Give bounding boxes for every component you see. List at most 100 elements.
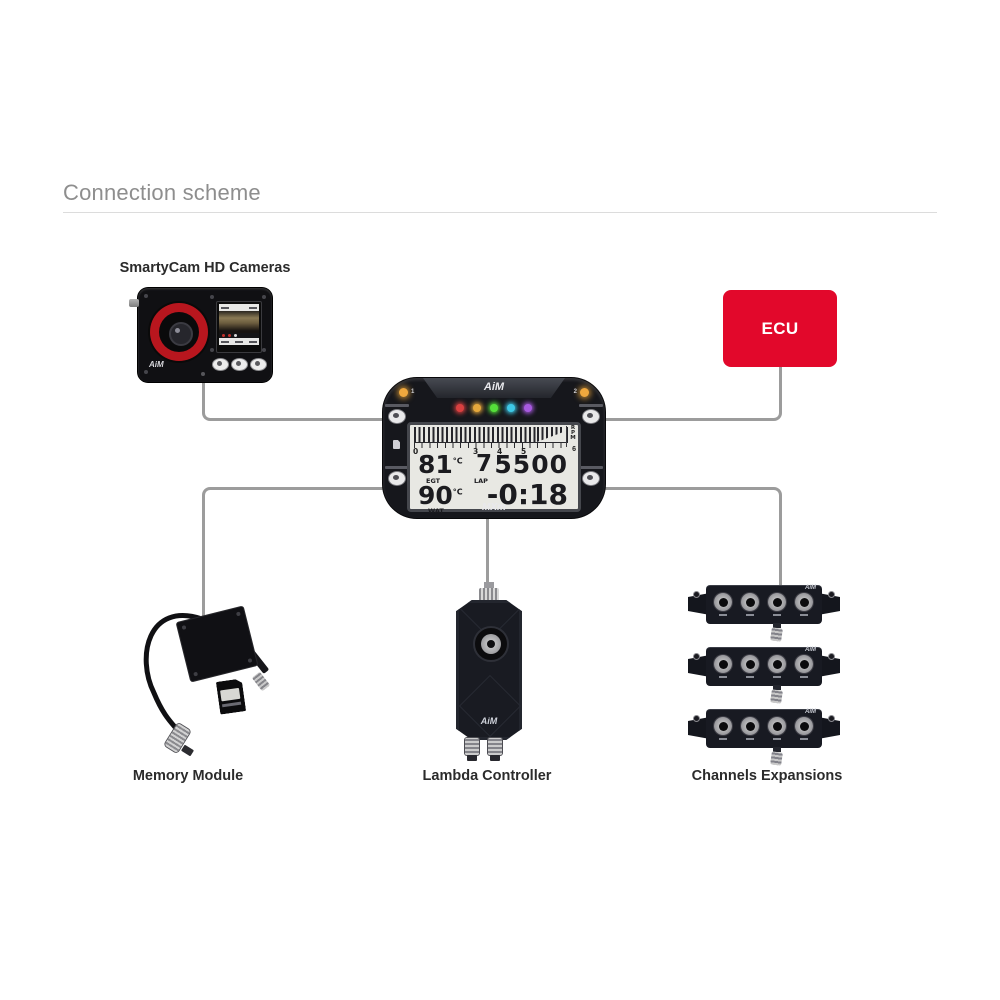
screw-icon bbox=[181, 625, 187, 630]
wire-lambda-to-logger bbox=[486, 516, 489, 594]
aim-logo: AiM bbox=[483, 381, 505, 393]
egt-label: EGT bbox=[426, 477, 441, 485]
lambda-panel-line bbox=[458, 674, 522, 738]
lambda-body: AiM bbox=[456, 600, 522, 740]
camera-button bbox=[212, 358, 229, 371]
channel-connector bbox=[714, 717, 732, 735]
aim-logo: AiM bbox=[805, 647, 816, 653]
channel-connector bbox=[714, 655, 732, 673]
screw-icon bbox=[144, 370, 148, 374]
lambda-connector-tip bbox=[467, 755, 477, 761]
mount-hole bbox=[828, 715, 835, 722]
camera-preview-screen bbox=[216, 301, 262, 353]
camera-button bbox=[250, 358, 267, 371]
rpm-bargraph-filled bbox=[414, 427, 536, 442]
wire-channels-to-logger bbox=[600, 487, 782, 588]
channels-expansions-label: Channels Expansions bbox=[691, 768, 843, 784]
camera-screen-menubar bbox=[219, 338, 259, 345]
laptime-value: -0:18 bbox=[486, 478, 568, 511]
mount-hole bbox=[693, 653, 700, 660]
mount-tab bbox=[688, 593, 710, 615]
camera-lens-barrel bbox=[159, 312, 199, 352]
module-stub-connector bbox=[770, 627, 783, 642]
mxm-left-top-button-label bbox=[385, 404, 409, 407]
ecu-label: ECU bbox=[761, 318, 799, 338]
header-divider bbox=[63, 212, 937, 213]
channel-expansion-module: AiM bbox=[688, 645, 840, 707]
egt-readout: 81°C bbox=[418, 450, 463, 479]
camera-button bbox=[231, 358, 248, 371]
screw-icon bbox=[193, 671, 199, 677]
mount-hole bbox=[828, 591, 835, 598]
lambda-connector-core bbox=[487, 640, 495, 648]
screw-icon bbox=[144, 294, 148, 298]
rpm-scale-ruler bbox=[414, 442, 568, 448]
mxm-button bbox=[388, 409, 406, 424]
wire-ecu-to-logger bbox=[600, 366, 782, 421]
aim-logo: AiM bbox=[149, 360, 164, 369]
camera-lens-icon bbox=[150, 303, 208, 361]
camera-bottom-screw-icon bbox=[201, 372, 205, 376]
channel-connector bbox=[741, 717, 759, 735]
rpm-axis-label: RPM bbox=[570, 425, 576, 441]
channel-port-label bbox=[719, 738, 727, 740]
status-led-4 bbox=[524, 404, 532, 412]
lap-label: LAP bbox=[474, 477, 488, 485]
module-stub-connector bbox=[770, 751, 783, 766]
channel-expansion-module: AiM bbox=[688, 583, 840, 645]
channel-connector bbox=[768, 593, 786, 611]
memory-module-device bbox=[130, 595, 310, 770]
alarm-led-right bbox=[580, 388, 589, 397]
status-led-3 bbox=[507, 404, 515, 412]
alarm-led-right-number: 2 bbox=[573, 389, 577, 395]
lambda-controller-label: Lambda Controller bbox=[422, 768, 552, 784]
rpm-bargraph-taper bbox=[537, 427, 564, 442]
channels-expansions-device: AiM AiM bbox=[688, 578, 840, 773]
channel-port-label bbox=[746, 614, 754, 616]
rpm-tick: 3 bbox=[473, 447, 479, 456]
channel-port-label bbox=[719, 614, 727, 616]
lambda-bottom-connector bbox=[465, 738, 479, 755]
mount-hole bbox=[693, 715, 700, 722]
channel-port-label bbox=[746, 738, 754, 740]
lambda-round-connector bbox=[473, 626, 509, 662]
status-led-0 bbox=[456, 404, 464, 412]
status-led-2 bbox=[490, 404, 498, 412]
rpm-value: 5500 bbox=[494, 450, 568, 479]
channel-connector bbox=[741, 655, 759, 673]
screw-icon bbox=[262, 348, 266, 352]
smartycam-device: AiM bbox=[129, 288, 272, 382]
screw-icon bbox=[247, 658, 253, 663]
shift-led-row bbox=[456, 404, 532, 412]
channel-connector bbox=[795, 717, 813, 735]
channel-connector bbox=[741, 593, 759, 611]
sd-card-stripe bbox=[222, 702, 241, 708]
mount-hole bbox=[693, 591, 700, 598]
rpm-tick: 4 bbox=[497, 447, 503, 456]
wat-value: 90 bbox=[418, 481, 453, 510]
wat-unit: °C bbox=[452, 487, 463, 497]
mxm-left-bottom-button-label bbox=[385, 466, 409, 469]
wat-label: WAT bbox=[428, 507, 444, 515]
wat-readout: 90°C bbox=[418, 481, 463, 510]
channel-expansion-module: AiM bbox=[688, 707, 840, 769]
channel-port-label bbox=[800, 614, 808, 616]
camera-screen-statusbar bbox=[219, 304, 259, 311]
channel-port-label bbox=[800, 738, 808, 740]
mxm-right-bottom-button-label bbox=[579, 466, 603, 469]
status-led-1 bbox=[473, 404, 481, 412]
mount-tab bbox=[818, 655, 840, 677]
sd-card-label bbox=[220, 688, 240, 702]
screw-icon bbox=[235, 611, 241, 617]
aim-logo: AiM bbox=[805, 709, 816, 715]
alarm-led-left bbox=[399, 388, 408, 397]
lambda-bottom-connector bbox=[488, 738, 502, 755]
mount-tab bbox=[688, 655, 710, 677]
lambda-top-connector bbox=[479, 588, 499, 602]
module-stub-neck bbox=[773, 623, 781, 628]
sd-card-icon bbox=[393, 440, 400, 449]
channel-connector bbox=[768, 717, 786, 735]
channel-port-label bbox=[773, 676, 781, 678]
module-stub-connector bbox=[770, 689, 783, 704]
